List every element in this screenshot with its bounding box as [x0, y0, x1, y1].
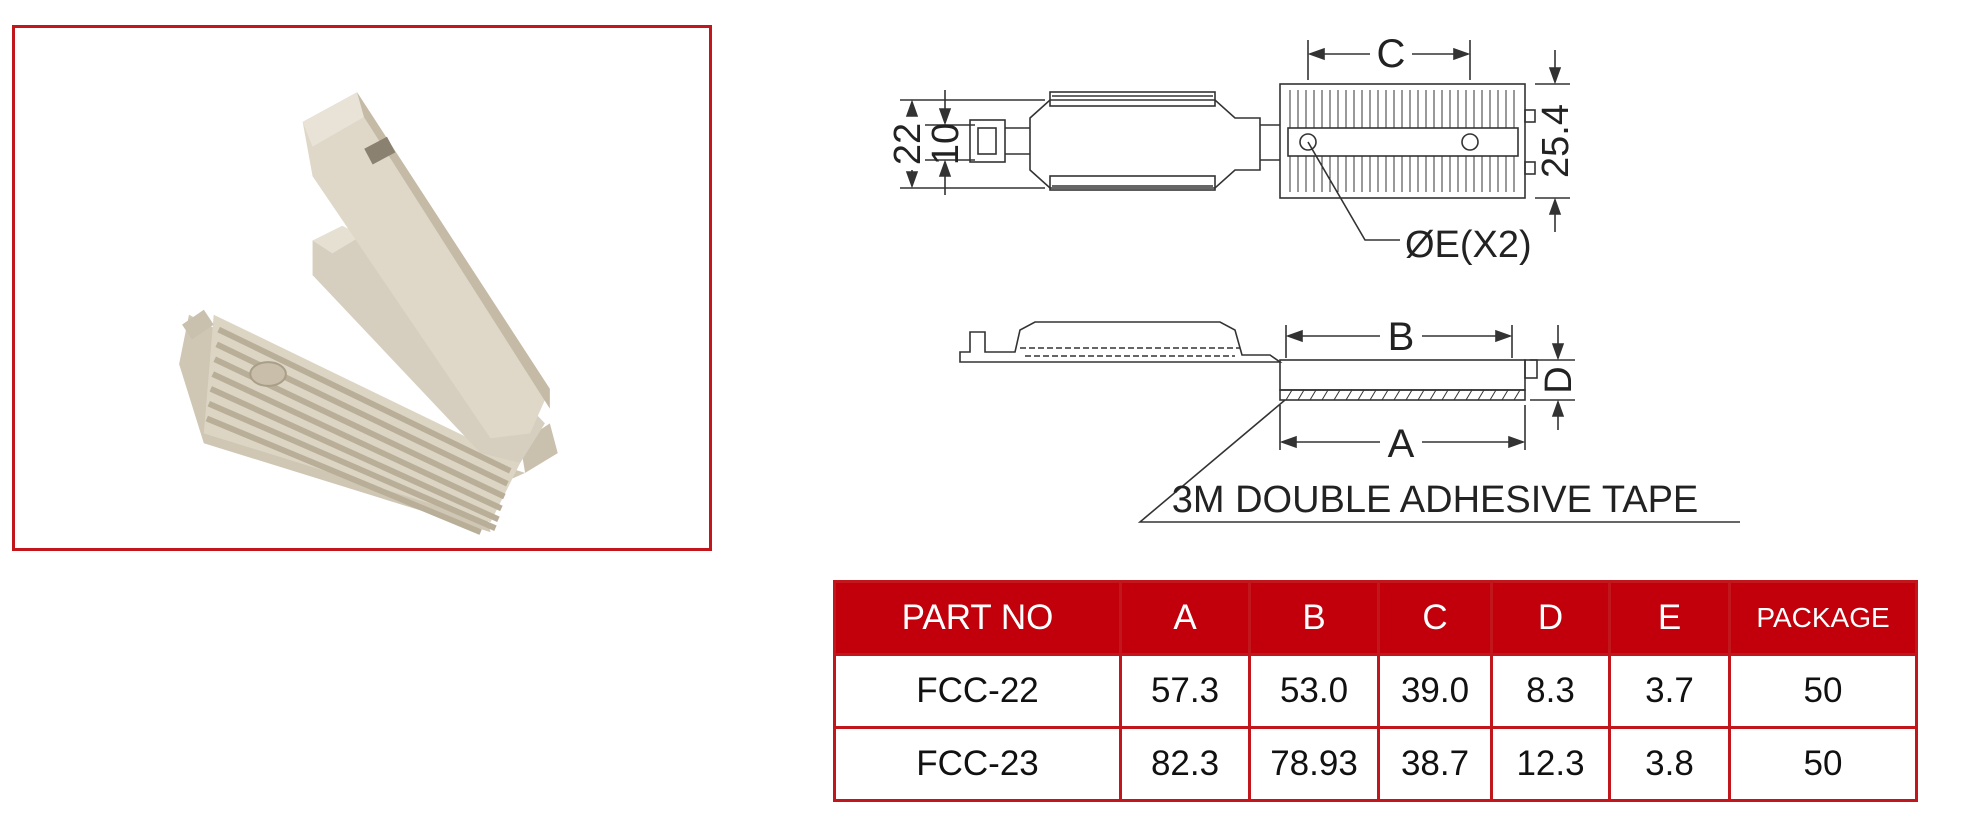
cell-c: 39.0 [1377, 653, 1493, 729]
header-package: PACKAGE [1728, 580, 1918, 656]
header-d: D [1490, 580, 1611, 656]
cell-e: 3.7 [1608, 653, 1731, 729]
dim-label-a: A [1388, 422, 1415, 466]
cell-package: 50 [1728, 726, 1918, 802]
adhesive-tape [1279, 389, 1526, 401]
header-b: B [1248, 580, 1380, 656]
clamp-base [179, 309, 558, 535]
header-c: C [1377, 580, 1493, 656]
cell-d: 8.3 [1490, 653, 1611, 729]
cell-part-no: FCC-22 [833, 653, 1122, 729]
dim-label-d: D [1538, 366, 1580, 393]
header-part-no: PART NO [833, 580, 1122, 656]
dim-label-c: C [1377, 32, 1406, 76]
dim-label-25-4: 25.4 [1535, 104, 1577, 178]
cell-a: 57.3 [1119, 653, 1251, 729]
cell-d: 12.3 [1490, 726, 1611, 802]
spec-table: PART NO A B C D E PACKAGE FCC-22 57.3 53… [833, 580, 1918, 802]
side-view-box [1279, 359, 1526, 391]
table-row: FCC-23 82.3 78.93 38.7 12.3 3.8 50 [833, 726, 1918, 802]
product-photo-frame [12, 25, 712, 551]
technical-drawing: C ØE(X2) B A 3M DOUBLE ADHESIVE TAPE 22 … [840, 10, 1940, 550]
dim-label-b: B [1388, 315, 1415, 359]
cell-part-no: FCC-23 [833, 726, 1122, 802]
cell-e: 3.8 [1608, 726, 1731, 802]
header-e: E [1608, 580, 1731, 656]
top-view-ribbed-box [1279, 83, 1526, 199]
cell-a: 82.3 [1119, 726, 1251, 802]
dim-label-22: 22 [887, 123, 929, 165]
dimension-drawing: C ØE(X2) B A 3M DOUBLE ADHESIVE TAPE 22 … [887, 32, 1740, 523]
top-view-hinge-body [1029, 99, 1261, 189]
dim-label-10: 10 [925, 123, 967, 165]
table-row: FCC-22 57.3 53.0 39.0 8.3 3.7 50 [833, 653, 1918, 729]
cell-b: 78.93 [1248, 726, 1380, 802]
cell-b: 53.0 [1248, 653, 1380, 729]
cable-clamp-illustration [179, 92, 558, 535]
dim-label-hole: ØE(X2) [1405, 224, 1532, 266]
cell-package: 50 [1728, 653, 1918, 729]
top-view-tab [969, 119, 1006, 163]
clamp-lid [302, 92, 550, 463]
header-a: A [1119, 580, 1251, 656]
side-view-body [959, 321, 1283, 363]
cell-c: 38.7 [1377, 726, 1493, 802]
table-header-row: PART NO A B C D E PACKAGE [833, 580, 1918, 656]
dim-label-tape: 3M DOUBLE ADHESIVE TAPE [1172, 479, 1699, 521]
